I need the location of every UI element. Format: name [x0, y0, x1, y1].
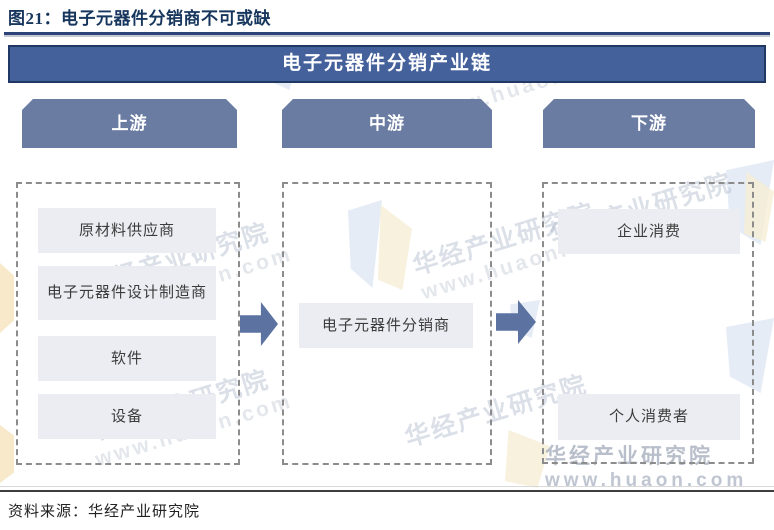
arrow-midstream-to-downstream-icon [496, 300, 536, 344]
figure-title: 图21：电子元器件分销商不可或缺 [8, 9, 271, 28]
upstream-group-box [16, 182, 240, 465]
watermark-site-text: www.huaon.com [545, 470, 748, 491]
stage-header-midstream: 中游 [282, 99, 492, 148]
watermark-logo-icon [0, 263, 14, 333]
node-raw-material-supplier: 原材料供应商 [38, 208, 216, 253]
watermark-logo-icon [0, 425, 14, 483]
title-divider [4, 32, 770, 37]
node-distributor: 电子元器件分销商 [299, 303, 473, 348]
node-enterprise-consumption: 企业消费 [558, 209, 740, 254]
footer-divider [0, 490, 774, 492]
arrow-upstream-to-midstream-icon [240, 302, 278, 346]
node-individual-consumer: 个人消费者 [558, 394, 740, 440]
stage-header-upstream: 上游 [22, 99, 237, 148]
node-equipment: 设备 [38, 394, 216, 439]
source-note: 资料来源：华经产业研究院 [8, 504, 201, 520]
midstream-group-box [282, 182, 492, 465]
node-software: 软件 [38, 336, 216, 381]
stage-header-downstream: 下游 [543, 99, 755, 148]
downstream-group-box [542, 182, 754, 464]
chain-title-bar: 电子元器件分销产业链 [8, 45, 766, 83]
node-design-manufacturer: 电子元器件设计制造商 [38, 266, 216, 320]
footer-divider-light [0, 486, 774, 487]
